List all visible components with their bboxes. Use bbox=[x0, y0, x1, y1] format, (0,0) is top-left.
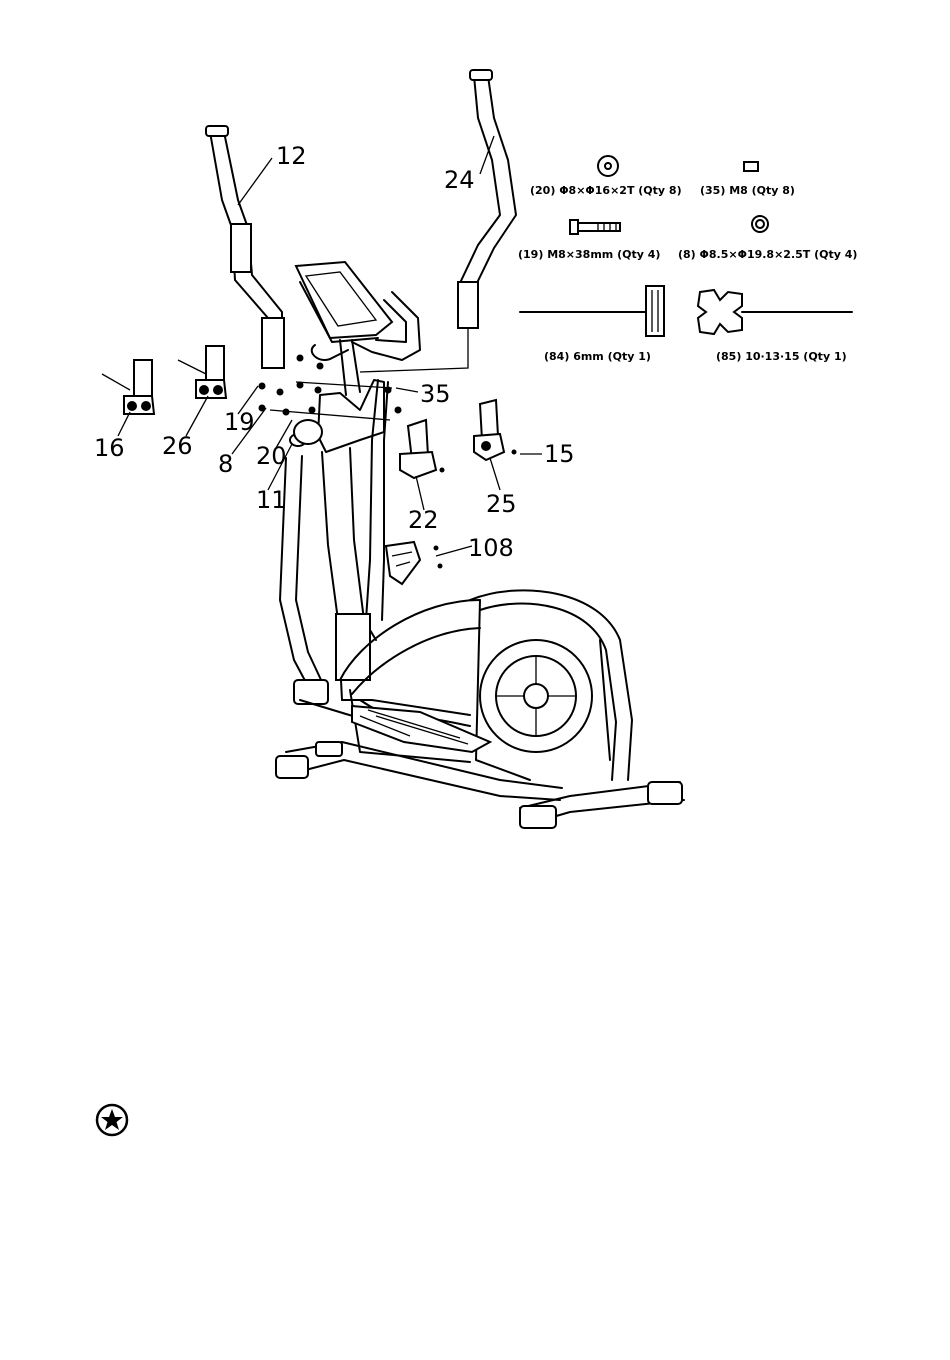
callout-20: 20 bbox=[256, 442, 287, 470]
left-handlebar bbox=[206, 126, 284, 368]
hardware-label-8: (8) Φ8.5×Φ19.8×2.5T (Qty 4) bbox=[678, 248, 857, 261]
callout-35: 35 bbox=[420, 380, 451, 408]
callout-15: 15 bbox=[544, 440, 575, 468]
lower-arm bbox=[280, 456, 470, 750]
nut-35-icon bbox=[744, 162, 758, 171]
bolt-19-icon bbox=[570, 220, 620, 234]
callout-8: 8 bbox=[218, 450, 233, 478]
callout-12: 12 bbox=[276, 142, 307, 170]
base-stabilizers bbox=[276, 742, 684, 828]
callout-16: 16 bbox=[94, 434, 125, 462]
hardware-legend bbox=[520, 156, 852, 336]
washer-8-icon bbox=[752, 216, 768, 232]
leader-lines bbox=[118, 136, 542, 556]
part-22-cover bbox=[400, 420, 445, 478]
star-in-circle-icon bbox=[97, 1105, 127, 1135]
callout-22: 22 bbox=[408, 506, 439, 534]
hardware-label-19: (19) M8×38mm (Qty 4) bbox=[518, 248, 660, 261]
callout-25: 25 bbox=[486, 490, 517, 518]
console bbox=[296, 262, 420, 395]
allen-key-84-icon bbox=[520, 286, 664, 336]
callout-11: 11 bbox=[256, 486, 287, 514]
part-108-cover bbox=[386, 542, 443, 584]
callout-26: 26 bbox=[162, 432, 193, 460]
hardware-label-85: (85) 10·13·15 (Qty 1) bbox=[716, 350, 847, 363]
callouts: 12 24 35 16 26 19 8 20 11 22 25 15 108 bbox=[94, 142, 575, 562]
callout-19: 19 bbox=[224, 408, 255, 436]
hardware-label-20: (20) Φ8×Φ16×2T (Qty 8) bbox=[530, 184, 682, 197]
hardware-labels: (20) Φ8×Φ16×2T (Qty 8) (35) M8 (Qty 8) (… bbox=[518, 184, 857, 363]
hardware-label-35: (35) M8 (Qty 8) bbox=[700, 184, 795, 197]
wrench-85-icon bbox=[698, 290, 852, 334]
part-26-bracket bbox=[178, 346, 226, 398]
callout-24: 24 bbox=[444, 166, 475, 194]
part-25-cover bbox=[474, 400, 517, 460]
callout-108: 108 bbox=[468, 534, 514, 562]
pedal bbox=[352, 706, 490, 752]
part-16-bracket bbox=[102, 360, 154, 414]
hardware-label-84: (84) 6mm (Qty 1) bbox=[544, 350, 651, 363]
washer-20-icon bbox=[598, 156, 618, 176]
